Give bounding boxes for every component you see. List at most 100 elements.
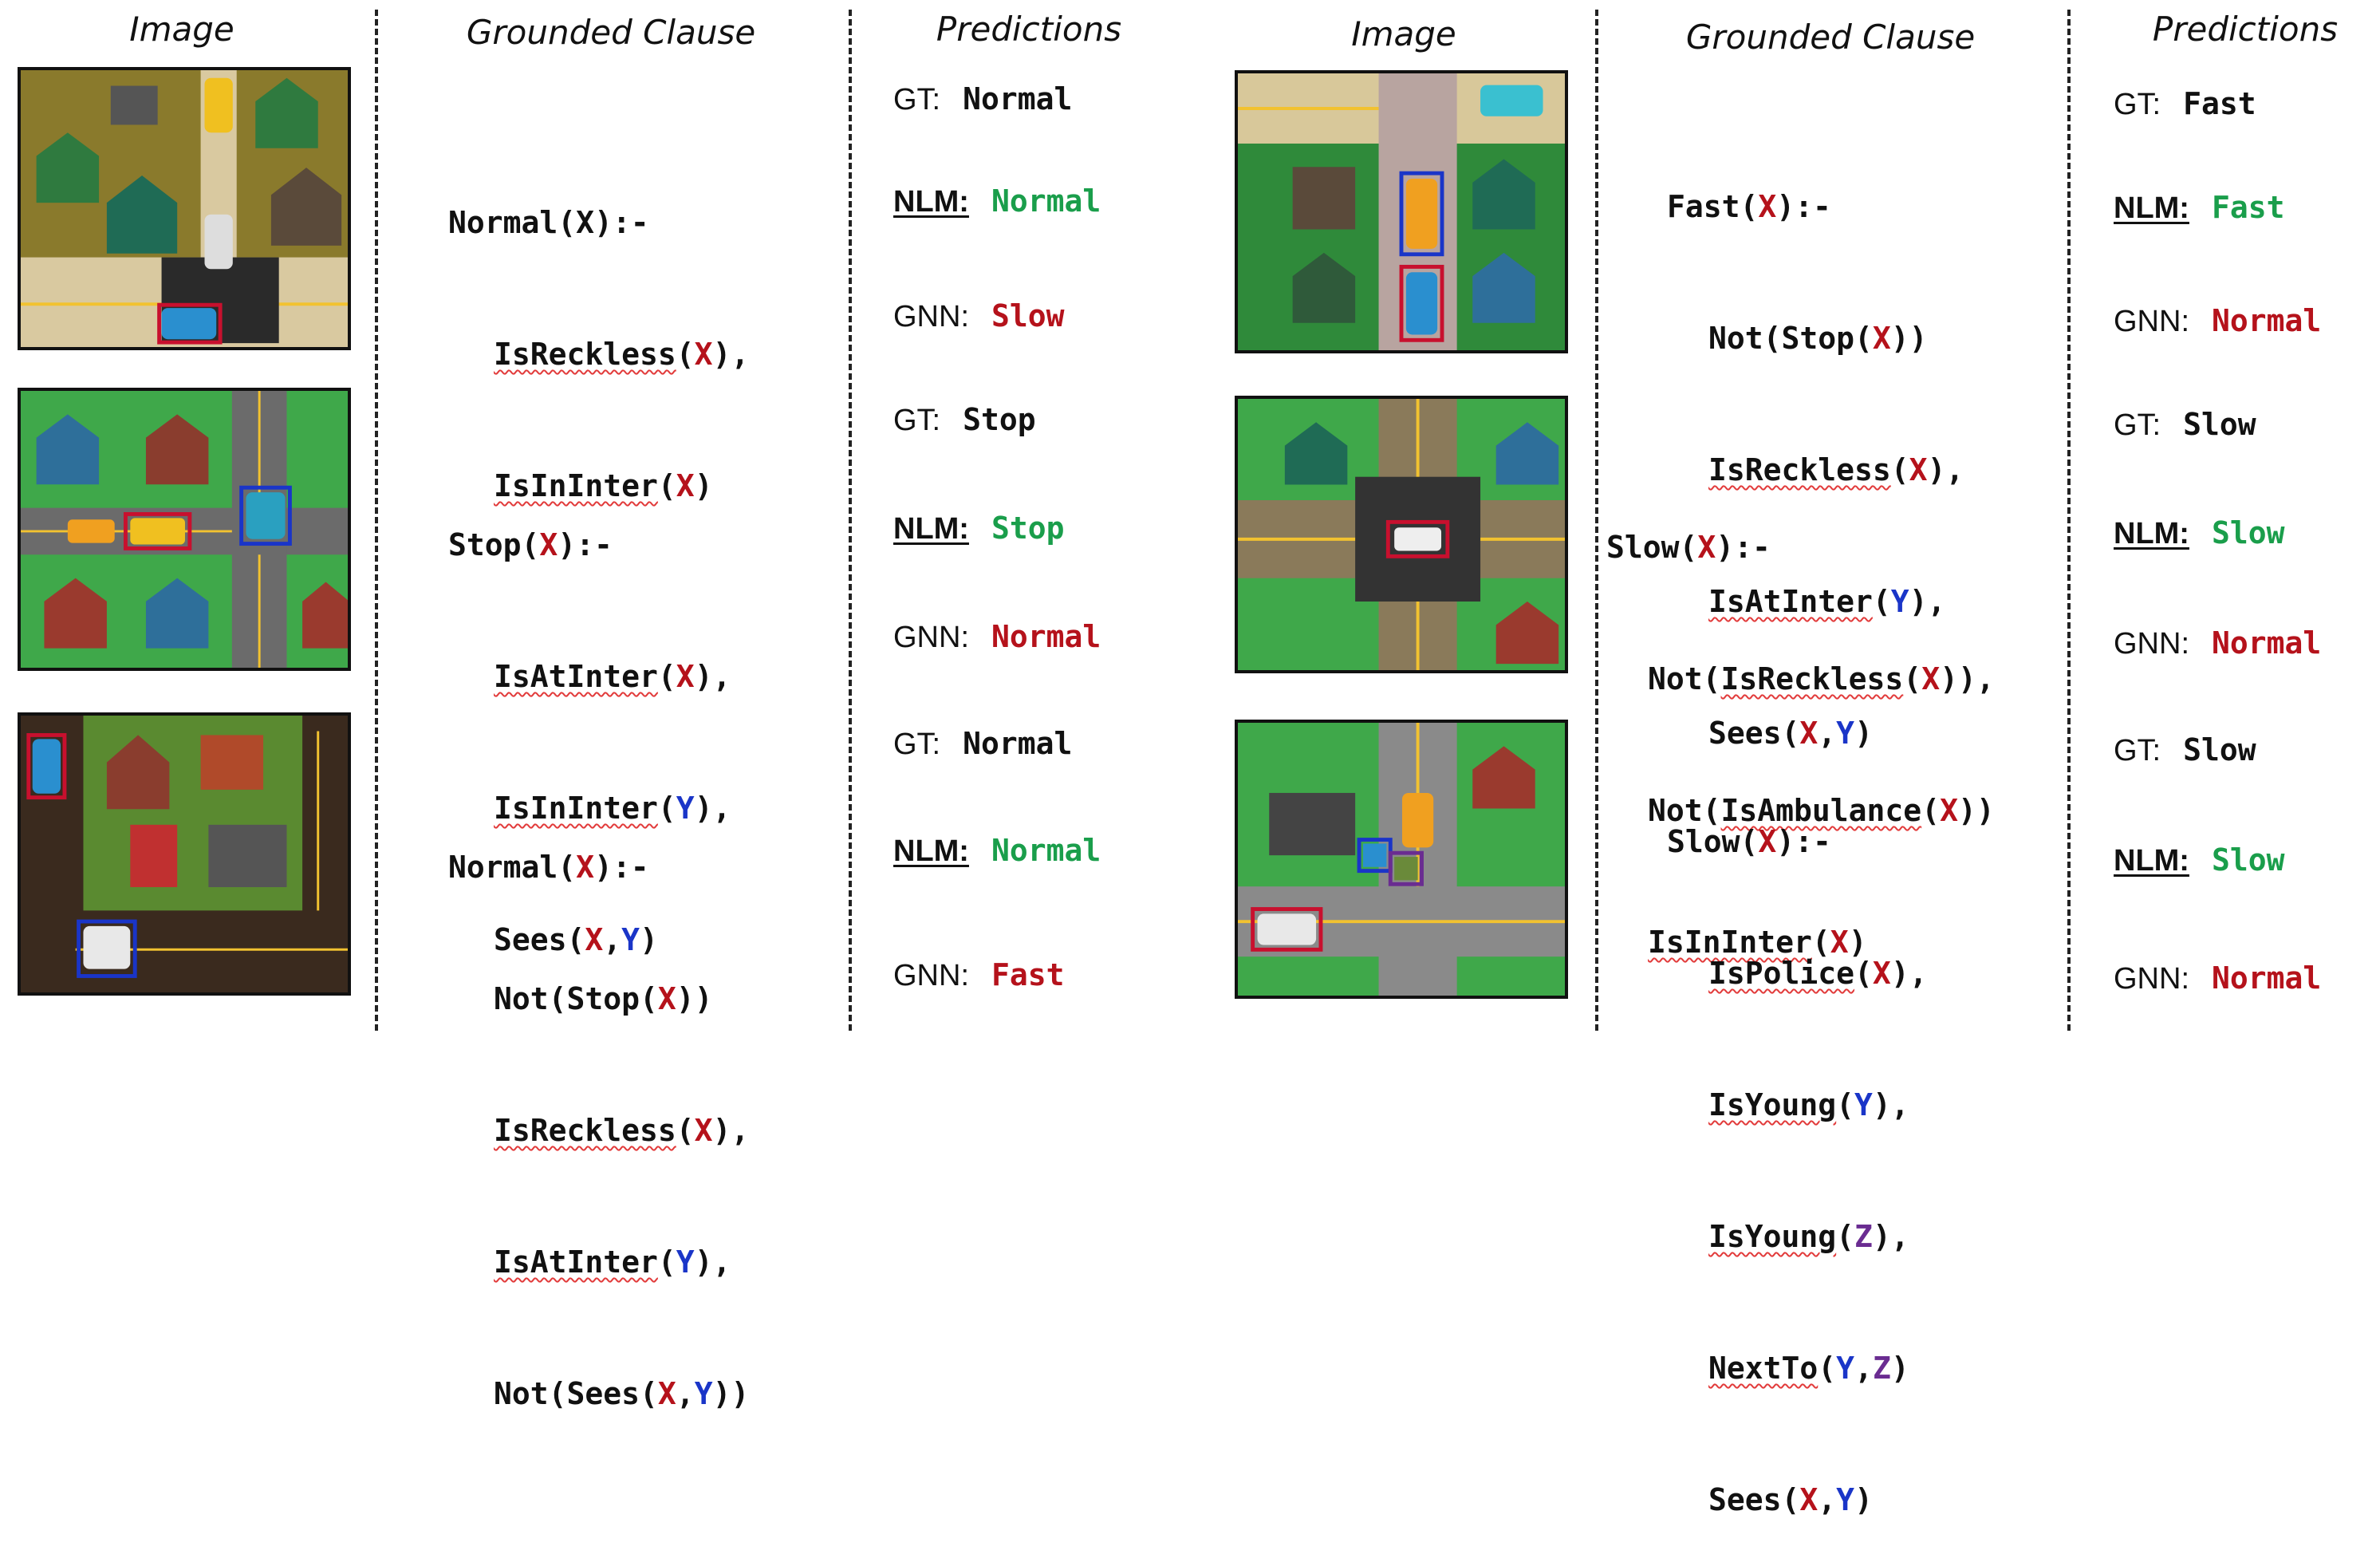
scene-image xyxy=(18,712,351,996)
gnn-value: Slow xyxy=(991,298,1065,333)
gnn-label: GNN: xyxy=(893,621,969,654)
clause-line: Not(IsReckless(X)), xyxy=(1648,661,1995,696)
nlm-label: NLM: xyxy=(2114,844,2189,878)
scene-drawing xyxy=(21,716,348,992)
gnn-value: Fast xyxy=(991,957,1065,992)
prediction-nlm: NLM: Slow xyxy=(2114,842,2284,878)
prediction-gt: GT: Stop xyxy=(893,402,1036,438)
gnn-value: Normal xyxy=(2212,303,2322,338)
gnn-value: Normal xyxy=(2212,961,2322,996)
clause-line: NextTo(Y,Z) xyxy=(1708,1351,1909,1386)
gt-value: Fast xyxy=(2183,86,2256,121)
clause-line: Normal(X):- xyxy=(448,850,649,885)
prediction-nlm: NLM: Fast xyxy=(2114,190,2284,226)
clause-line: Normal(X):- xyxy=(448,205,649,240)
scene-drawing xyxy=(21,391,348,668)
grounded-clause: Slow(X):- Not(IsReckless(X)), Not(IsAmbu… xyxy=(1606,438,1995,1008)
clause-line: IsAtInter(X), xyxy=(494,659,731,694)
prediction-gnn: GNN: Normal xyxy=(2114,961,2321,996)
clause-line: Not(Sees(X,Y)) xyxy=(494,1376,750,1411)
scene-drawing xyxy=(1238,73,1565,350)
clause-line: IsAtInter(Y), xyxy=(494,1245,731,1280)
separator-2 xyxy=(849,10,852,1031)
scene-drawing xyxy=(1238,723,1565,996)
prediction-nlm: NLM: Normal xyxy=(893,183,1101,219)
scene-drawing xyxy=(1238,399,1565,670)
nlm-value: Slow xyxy=(2211,515,2285,550)
header-clause-right: Grounded Clause xyxy=(1685,18,1976,57)
nlm-label: NLM: xyxy=(2114,191,2189,225)
gt-value: Slow xyxy=(2183,732,2256,767)
clause-line: Not(IsAmbulance(X)) xyxy=(1648,793,1995,828)
prediction-nlm: NLM: Normal xyxy=(893,833,1101,869)
gt-value: Normal xyxy=(963,726,1073,761)
clause-line: IsInInter(X) xyxy=(1648,925,1867,960)
gnn-value: Normal xyxy=(991,619,1101,654)
clause-line: IsReckless(X), xyxy=(494,337,750,372)
nlm-value: Slow xyxy=(2211,842,2285,878)
gt-label: GT: xyxy=(893,83,941,116)
clause-line: IsPolice(X), xyxy=(1708,956,1928,991)
nlm-value: Stop xyxy=(991,511,1065,546)
header-predictions-left: Predictions xyxy=(936,10,1122,49)
prediction-gt: GT: Fast xyxy=(2114,86,2256,122)
scene-image xyxy=(1235,720,1568,999)
prediction-gnn: GNN: Normal xyxy=(893,619,1101,655)
clause-line: IsReckless(X), xyxy=(1708,452,1964,487)
clause-line: IsInInter(X) xyxy=(494,468,713,503)
scene-image xyxy=(18,67,351,350)
nlm-label: NLM: xyxy=(893,834,969,868)
scene-image xyxy=(1235,70,1568,353)
gt-value: Stop xyxy=(963,402,1036,437)
separator-1 xyxy=(375,10,378,1031)
prediction-nlm: NLM: Stop xyxy=(893,511,1064,546)
gnn-label: GNN: xyxy=(893,959,969,992)
clause-line: Sees(X,Y) xyxy=(494,922,658,957)
prediction-gt: GT:Normal xyxy=(893,726,1072,762)
clause-line: Stop(X):- xyxy=(448,527,613,562)
header-clause-left: Grounded Clause xyxy=(466,13,756,52)
grounded-clause: Stop(X):- IsAtInter(X), IsInInter(Y), Se… xyxy=(448,436,731,1006)
gt-label: GT: xyxy=(893,404,941,437)
clause-line: Not(Stop(X)) xyxy=(494,981,713,1016)
nlm-label: NLM: xyxy=(893,185,969,219)
scene-image xyxy=(18,388,351,671)
prediction-gt: GT: Slow xyxy=(2114,407,2256,443)
separator-3 xyxy=(1595,10,1598,1031)
grounded-clause: Slow(X):- IsPolice(X), IsYoung(Y), IsYou… xyxy=(1667,732,1928,1566)
grounded-clause: Normal(X):- Not(Stop(X)) IsReckless(X), … xyxy=(448,758,749,1460)
scene-image xyxy=(1235,396,1568,673)
clause-line: Slow(X):- xyxy=(1667,824,1831,859)
grounded-clause: Fast(X):- Not(Stop(X)) IsReckless(X), Is… xyxy=(1667,97,1964,799)
gt-value: Normal xyxy=(963,81,1073,116)
nlm-label: NLM: xyxy=(893,512,969,546)
gt-label: GT: xyxy=(2114,88,2161,121)
prediction-nlm: NLM:Slow xyxy=(2114,515,2284,551)
prediction-gnn: GNN: Normal xyxy=(2114,303,2321,339)
nlm-value: Normal xyxy=(991,183,1101,219)
grounded-clause: Normal(X):- IsReckless(X), IsInInter(X) xyxy=(448,113,749,552)
header-predictions-right: Predictions xyxy=(2152,10,2339,49)
clause-line: Not(Stop(X)) xyxy=(1708,321,1928,356)
clause-line: IsReckless(X), xyxy=(494,1113,750,1148)
gnn-label: GNN: xyxy=(2114,627,2189,661)
clause-line: IsAtInter(Y), xyxy=(1708,584,1946,619)
gt-label: GT: xyxy=(2114,734,2161,767)
gt-value: Slow xyxy=(2183,407,2256,442)
prediction-gnn: GNN: Fast xyxy=(893,957,1065,993)
gnn-label: GNN: xyxy=(2114,962,2189,996)
gnn-value: Normal xyxy=(2212,625,2322,661)
prediction-gt: GT: Slow xyxy=(2114,732,2256,768)
separator-4 xyxy=(2067,10,2071,1031)
gnn-label: GNN: xyxy=(893,300,969,333)
clause-line: Fast(X):- xyxy=(1667,189,1831,224)
gnn-label: GNN: xyxy=(2114,305,2189,338)
nlm-value: Fast xyxy=(2211,190,2285,225)
prediction-gnn: GNN: Slow xyxy=(893,298,1065,334)
clause-line: IsInInter(Y), xyxy=(494,791,731,826)
nlm-value: Normal xyxy=(991,833,1101,868)
gt-label: GT: xyxy=(2114,408,2161,442)
prediction-gnn: GNN: Normal xyxy=(2114,625,2321,661)
clause-line: IsYoung(Y), xyxy=(1708,1087,1909,1122)
clause-line: Slow(X):- xyxy=(1606,530,1771,565)
